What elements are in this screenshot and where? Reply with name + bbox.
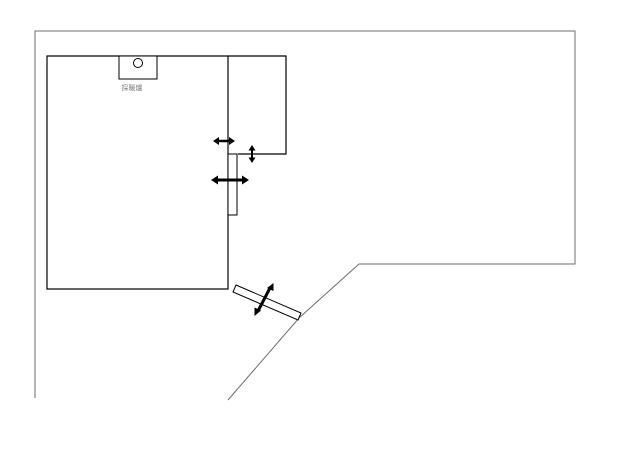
door-panel [227, 153, 238, 216]
arrow-diagonal-icon [254, 283, 274, 316]
arrow-horizontal-lower-icon [211, 175, 249, 185]
arrow-horizontal-upper-icon [213, 137, 235, 145]
site-outline [34, 30, 576, 401]
arrow-vertical-icon [248, 145, 256, 163]
entrance-door [232, 284, 302, 321]
stove-label: 採暖爐 [122, 83, 143, 92]
side-room [228, 55, 287, 155]
stove-circle-icon [133, 58, 143, 68]
